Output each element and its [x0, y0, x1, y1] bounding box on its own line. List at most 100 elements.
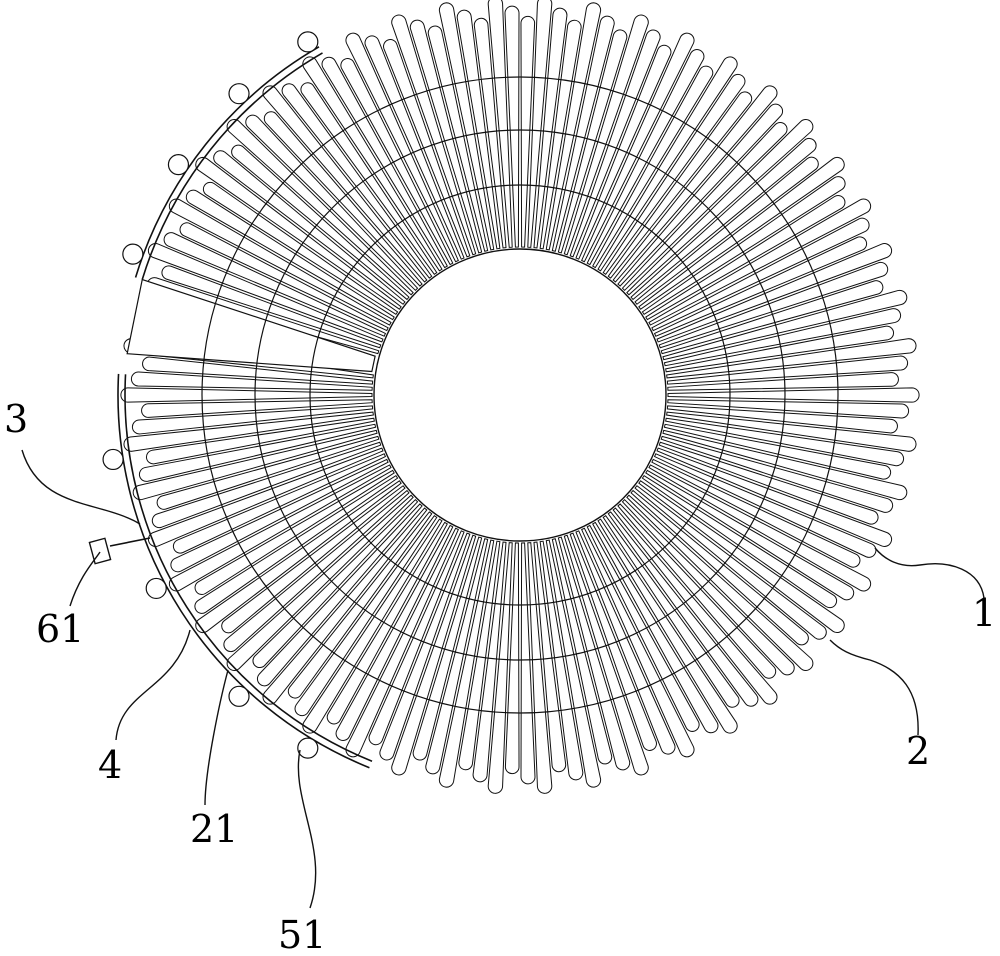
fin [557, 29, 628, 254]
leader-line [297, 749, 317, 909]
fin [281, 83, 433, 279]
fin [630, 489, 809, 646]
frame-arc-outer-upper [134, 46, 320, 278]
fin [653, 453, 877, 558]
label-3: 3 [4, 397, 28, 441]
fin [527, 542, 553, 794]
fin [539, 19, 582, 250]
fin [551, 15, 615, 252]
label-61: 61 [36, 607, 84, 651]
fin [557, 536, 631, 771]
fin [617, 503, 777, 679]
fin [161, 265, 382, 349]
fin [425, 538, 489, 775]
label-2: 2 [906, 729, 930, 773]
fin [223, 489, 410, 653]
fin [666, 405, 898, 434]
fin [456, 9, 501, 250]
fin [438, 2, 495, 251]
fin [602, 73, 746, 276]
fin [569, 532, 657, 751]
roller [145, 577, 167, 600]
fin [504, 542, 520, 775]
fin [163, 232, 387, 337]
roller [167, 154, 190, 176]
fin [645, 469, 855, 601]
frame-arc-outer-lower [117, 373, 370, 769]
fin [300, 82, 438, 276]
fin [340, 58, 454, 266]
leader-line [204, 669, 229, 806]
fin [194, 474, 399, 614]
leader-line [21, 449, 141, 525]
fin [520, 542, 536, 785]
fin [213, 150, 406, 305]
center-hole [373, 248, 667, 542]
fin [545, 539, 602, 788]
fin [231, 144, 410, 301]
fin [202, 181, 399, 316]
fin [156, 435, 380, 510]
radial-fins [120, 0, 920, 794]
fin [665, 325, 894, 373]
fin [621, 498, 795, 676]
fin [666, 355, 909, 385]
fin [667, 399, 910, 419]
fin [221, 485, 406, 634]
fin [141, 399, 373, 418]
fin [663, 423, 892, 480]
fin [586, 524, 700, 732]
ring [254, 129, 786, 661]
fin [602, 514, 740, 708]
leader-line [69, 551, 101, 607]
leader-line [829, 639, 919, 736]
fin [409, 19, 483, 254]
fin [368, 530, 465, 746]
fin [607, 91, 753, 279]
fin [658, 441, 879, 525]
fin [120, 387, 373, 403]
fin [667, 387, 920, 403]
fin [194, 469, 395, 595]
frame-arc-inner-upper [141, 52, 323, 280]
roller-circles [102, 31, 319, 759]
frame-arc-inner-lower [124, 374, 373, 762]
fin [621, 122, 788, 292]
leader-lines [21, 449, 985, 909]
fin [662, 429, 908, 501]
label-21: 21 [190, 807, 238, 851]
fin [138, 423, 377, 482]
fin [520, 15, 536, 248]
fin [123, 411, 374, 452]
fin [533, 7, 568, 249]
fin [263, 111, 423, 287]
fin [252, 498, 419, 668]
concentric-rings [201, 76, 839, 714]
fin [651, 458, 861, 568]
roller [102, 448, 124, 471]
fin [458, 540, 501, 771]
fin [287, 511, 433, 699]
fin [653, 236, 868, 337]
ring [201, 76, 839, 714]
roller [122, 243, 144, 265]
fin [427, 25, 489, 252]
fin [651, 217, 870, 332]
fin [379, 532, 471, 761]
fin [539, 540, 584, 781]
adjust-knob [88, 537, 151, 565]
fin [472, 541, 507, 783]
fin [185, 189, 395, 321]
fin [151, 441, 382, 529]
fin [130, 371, 373, 391]
label-51: 51 [278, 913, 326, 956]
fin [294, 514, 438, 717]
knob-body [88, 537, 112, 565]
fin [634, 156, 819, 305]
fin [473, 17, 507, 249]
fin [630, 137, 817, 301]
fin [132, 429, 378, 501]
fin [146, 417, 375, 465]
fin [364, 35, 465, 260]
fin [666, 411, 917, 452]
